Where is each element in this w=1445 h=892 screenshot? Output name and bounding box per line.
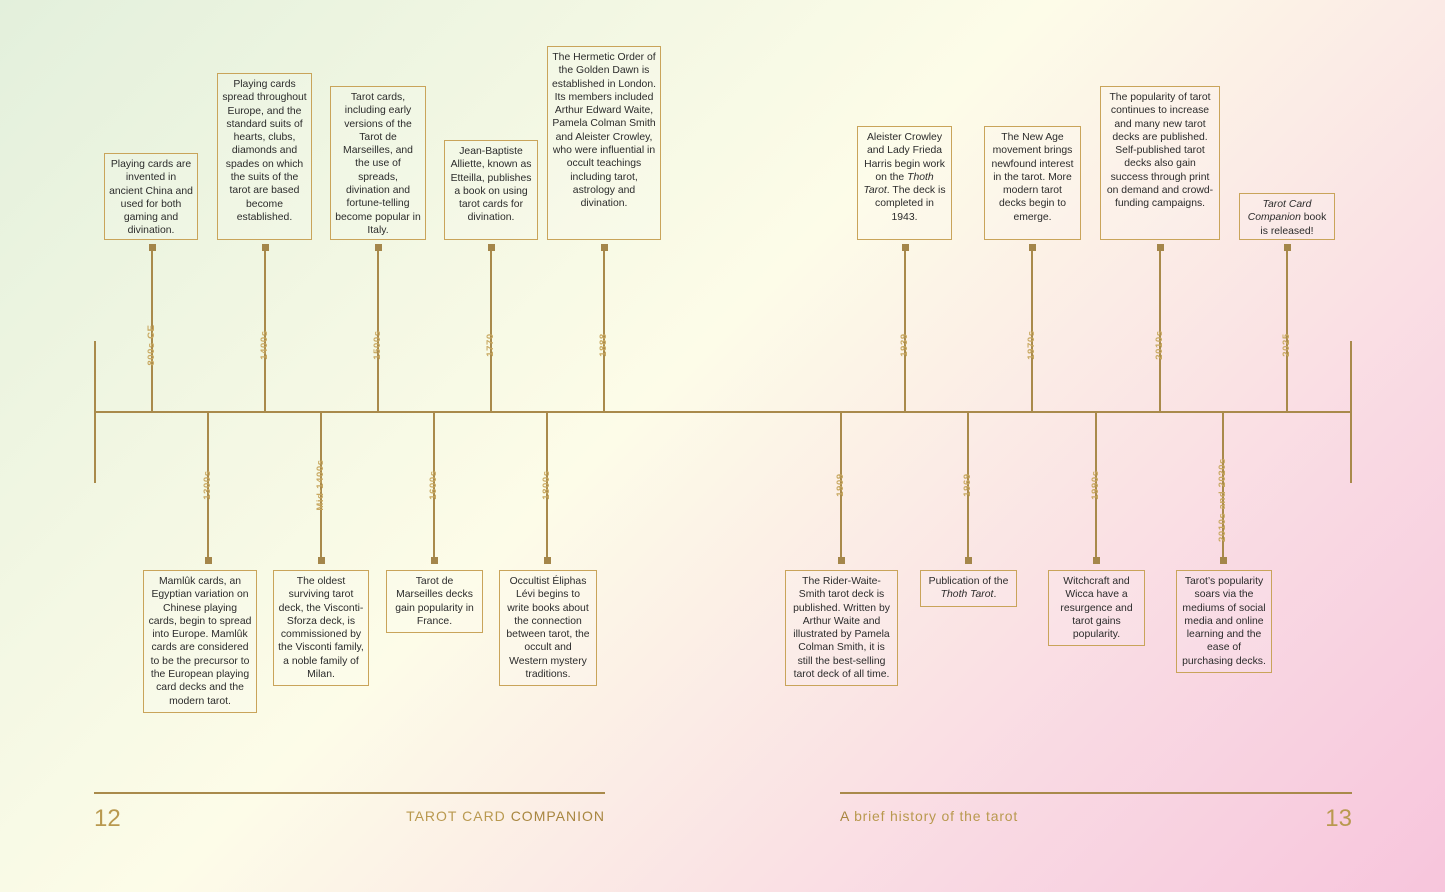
timeline-connector bbox=[546, 412, 548, 562]
footer-rule-left bbox=[94, 792, 605, 794]
timeline-connector bbox=[904, 247, 906, 412]
timeline-node-marker bbox=[487, 244, 495, 251]
timeline-node-marker bbox=[148, 244, 156, 251]
timeline-node-marker bbox=[901, 244, 909, 251]
timeline-connector bbox=[1159, 247, 1161, 412]
timeline-date-label: 2010s bbox=[1154, 330, 1165, 360]
event-text-italic: Tarot Card Companion bbox=[1247, 199, 1312, 224]
timeline-connector bbox=[377, 247, 379, 412]
timeline-node-marker bbox=[1156, 244, 1164, 251]
timeline-connector bbox=[1095, 412, 1097, 562]
timeline-node-marker bbox=[1219, 557, 1227, 564]
timeline-event-box: Tarot cards, including early versions of… bbox=[330, 86, 426, 240]
timeline-node-marker bbox=[204, 557, 212, 564]
timeline-date-label: 1400s bbox=[259, 330, 270, 360]
timeline-node-marker bbox=[964, 557, 972, 564]
event-text-part: book is released! bbox=[1260, 212, 1327, 237]
event-text-italic: Thoth Tarot bbox=[863, 171, 934, 197]
timeline-right-end-tick bbox=[1350, 341, 1352, 483]
timeline-date-label: 2025 bbox=[1281, 333, 1292, 357]
timeline-connector bbox=[603, 247, 605, 412]
timeline-connector bbox=[320, 412, 322, 562]
timeline-event-box: The oldest surviving tarot deck, the Vis… bbox=[273, 570, 369, 687]
timeline-date-label: 1939 bbox=[899, 333, 910, 357]
timeline-date-label: 1500s bbox=[372, 330, 383, 360]
timeline-connector bbox=[151, 247, 153, 412]
timeline-event-box: The popularity of tarot continues to inc… bbox=[1100, 86, 1220, 240]
chapter-title-first: A bbox=[840, 808, 850, 824]
timeline-date-label: 1800s bbox=[541, 470, 552, 500]
timeline-node-marker bbox=[1283, 244, 1291, 251]
chapter-title-rest: brief history of the tarot bbox=[854, 808, 1019, 824]
timeline-event-box: Playing cards are invented in ancient Ch… bbox=[104, 153, 198, 240]
timeline-event-box: The Rider-Waite-Smith tarot deck is publ… bbox=[785, 570, 898, 687]
event-text-part: Aleister Crowley and Lady Frieda Harris … bbox=[864, 132, 945, 183]
timeline-node-marker bbox=[1092, 557, 1100, 564]
right-page-number: 13 bbox=[1325, 805, 1352, 832]
timeline-connector bbox=[1222, 412, 1224, 562]
timeline-connector bbox=[1031, 247, 1033, 412]
timeline-connector bbox=[967, 412, 969, 562]
timeline-date-label: 1770 bbox=[485, 333, 496, 357]
timeline-event-box: Jean-Baptiste Alliette, known as Etteill… bbox=[444, 140, 538, 240]
timeline-date-label: 1970s bbox=[1026, 330, 1037, 360]
timeline-date-label: 1990s bbox=[1090, 470, 1101, 500]
event-text-part: Publication of the bbox=[928, 576, 1009, 587]
event-text-part: . The deck is completed in 1943. bbox=[875, 185, 946, 223]
event-text-part: . bbox=[993, 589, 997, 601]
timeline-date-label: 1600s bbox=[428, 470, 439, 500]
timeline-connector bbox=[840, 412, 842, 562]
footer-rule-right bbox=[840, 792, 1352, 794]
chapter-title: A brief history of the tarot bbox=[840, 808, 1018, 824]
timeline-axis bbox=[95, 411, 1352, 413]
timeline-date-label: 1909 bbox=[835, 473, 846, 497]
timeline-event-box: Publication of the Thoth Tarot. bbox=[920, 570, 1017, 607]
timeline-node-marker bbox=[430, 557, 438, 564]
timeline-date-label: 1969 bbox=[962, 473, 973, 497]
timeline-connector bbox=[490, 247, 492, 412]
book-title: TAROT CARD COMPANION bbox=[406, 808, 605, 824]
timeline-event-box: Aleister Crowley and Lady Frieda Harris … bbox=[857, 126, 952, 240]
book-title-light: TAROT CARD bbox=[406, 808, 506, 824]
timeline-node-marker bbox=[600, 244, 608, 251]
timeline-event-box: Witchcraft and Wicca have a resurgence a… bbox=[1048, 570, 1145, 647]
timeline-date-label: 1888 bbox=[598, 333, 609, 357]
timeline-left-end-tick bbox=[94, 341, 96, 483]
timeline-event-box: The Hermetic Order of the Golden Dawn is… bbox=[547, 46, 661, 240]
book-title-bold: COMPANION bbox=[510, 808, 605, 824]
timeline-node-marker bbox=[374, 244, 382, 251]
timeline-date-label: Mid-1400s bbox=[315, 459, 326, 511]
timeline-connector bbox=[207, 412, 209, 562]
timeline-node-marker bbox=[1028, 244, 1036, 251]
timeline-event-box: Tarot Card Companion book is released! bbox=[1239, 193, 1335, 240]
timeline-node-marker bbox=[317, 557, 325, 564]
timeline-date-label: 800s CE bbox=[146, 324, 157, 366]
timeline-date-label: 2010s and 2020s bbox=[1217, 458, 1228, 543]
timeline-event-box: Tarot de Marseilles decks gain popularit… bbox=[386, 570, 483, 634]
timeline-connector bbox=[1286, 247, 1288, 412]
timeline-event-box: Playing cards spread throughout Europe, … bbox=[217, 73, 312, 240]
event-text-italic: Thoth Tarot bbox=[940, 589, 994, 601]
timeline-event-box: Tarot’s popularity soars via the mediums… bbox=[1176, 570, 1272, 674]
timeline-date-label: 1300s bbox=[202, 470, 213, 500]
timeline-node-marker bbox=[543, 557, 551, 564]
timeline-event-box: Mamlûk cards, an Egyptian variation on C… bbox=[143, 570, 257, 713]
timeline-connector bbox=[433, 412, 435, 562]
timeline-node-marker bbox=[261, 244, 269, 251]
left-page-number: 12 bbox=[94, 805, 121, 832]
timeline-event-box: Occultist Éliphas Lévi begins to write b… bbox=[499, 570, 597, 687]
timeline-connector bbox=[264, 247, 266, 412]
timeline-node-marker bbox=[837, 557, 845, 564]
timeline-event-box: The New Age movement brings newfound int… bbox=[984, 126, 1081, 240]
